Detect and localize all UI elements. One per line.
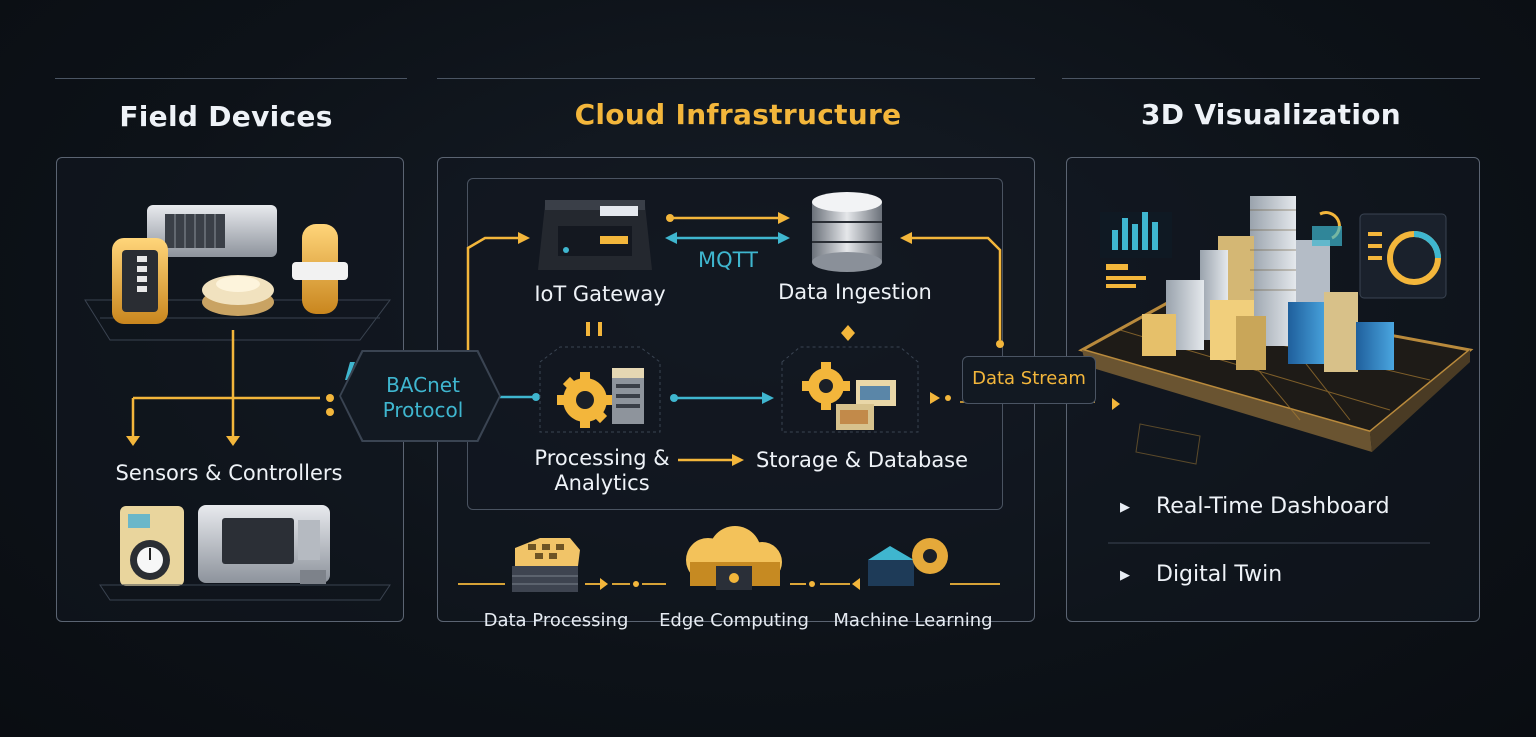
field-section-rule xyxy=(55,78,407,79)
server-block-icon xyxy=(612,368,644,424)
thermostat-icon xyxy=(112,238,168,324)
viz-section-rule xyxy=(1062,78,1480,79)
data-ingestion-label: Data Ingestion xyxy=(778,280,932,304)
cloud-icon xyxy=(686,526,782,590)
3d-visualization-title: 3D Visualization xyxy=(1140,98,1402,131)
iot-gateway-label: IoT Gateway xyxy=(534,282,666,306)
data-stream-tag xyxy=(962,356,1096,404)
cloud-infrastructure-title: Cloud Infrastructure xyxy=(574,98,902,131)
controller-unit-icon xyxy=(198,505,330,584)
real-time-dashboard-item[interactable]: ▶ Real-Time Dashboard xyxy=(1120,494,1390,519)
digital-twin-label: Digital Twin xyxy=(1156,562,1283,587)
hvac-unit-icon xyxy=(147,205,277,257)
bar-chart-icon xyxy=(1100,212,1172,288)
data-stream-label: Data Stream xyxy=(972,368,1086,389)
database-icon xyxy=(812,192,882,272)
bullet-triangle-icon: ▶ xyxy=(1120,499,1130,515)
storage-gear-icon xyxy=(802,362,850,410)
field-devices-title: Field Devices xyxy=(119,100,333,133)
machine-learning-label: Machine Learning xyxy=(833,610,993,631)
digital-twin-item[interactable]: ▶ Digital Twin xyxy=(1120,562,1282,587)
field-device-cluster xyxy=(84,205,391,601)
data-processing-stack-icon xyxy=(512,538,580,592)
real-time-dashboard-label: Real-Time Dashboard xyxy=(1156,494,1390,519)
processing-analytics-label-line1: Processing & xyxy=(534,446,670,470)
edge-computing-label: Edge Computing xyxy=(659,610,809,631)
gear-icon xyxy=(557,372,613,428)
building-city-icon xyxy=(1078,196,1474,452)
processing-analytics-label-line2: Analytics xyxy=(554,471,650,495)
storage-database-label: Storage & Database xyxy=(755,448,969,472)
bacnet-protocol-label-line2: Protocol xyxy=(382,398,464,422)
bacnet-protocol-node xyxy=(341,352,499,440)
bacnet-protocol-label-line1: BACnet xyxy=(386,373,460,397)
mqtt-label: MQTT xyxy=(698,248,758,272)
smoke-detector-icon xyxy=(202,275,274,316)
cylinder-sensor-icon xyxy=(292,224,348,314)
sensors-controllers-label: Sensors & Controllers xyxy=(115,461,343,485)
bullet-triangle-icon: ▶ xyxy=(1120,567,1130,583)
cloud-section-rule xyxy=(437,78,1035,79)
meter-icon xyxy=(120,506,184,586)
gauge-icon xyxy=(1359,213,1447,299)
chip-icon xyxy=(868,538,948,586)
data-processing-label: Data Processing xyxy=(483,610,629,631)
gateway-device-icon xyxy=(538,200,652,270)
